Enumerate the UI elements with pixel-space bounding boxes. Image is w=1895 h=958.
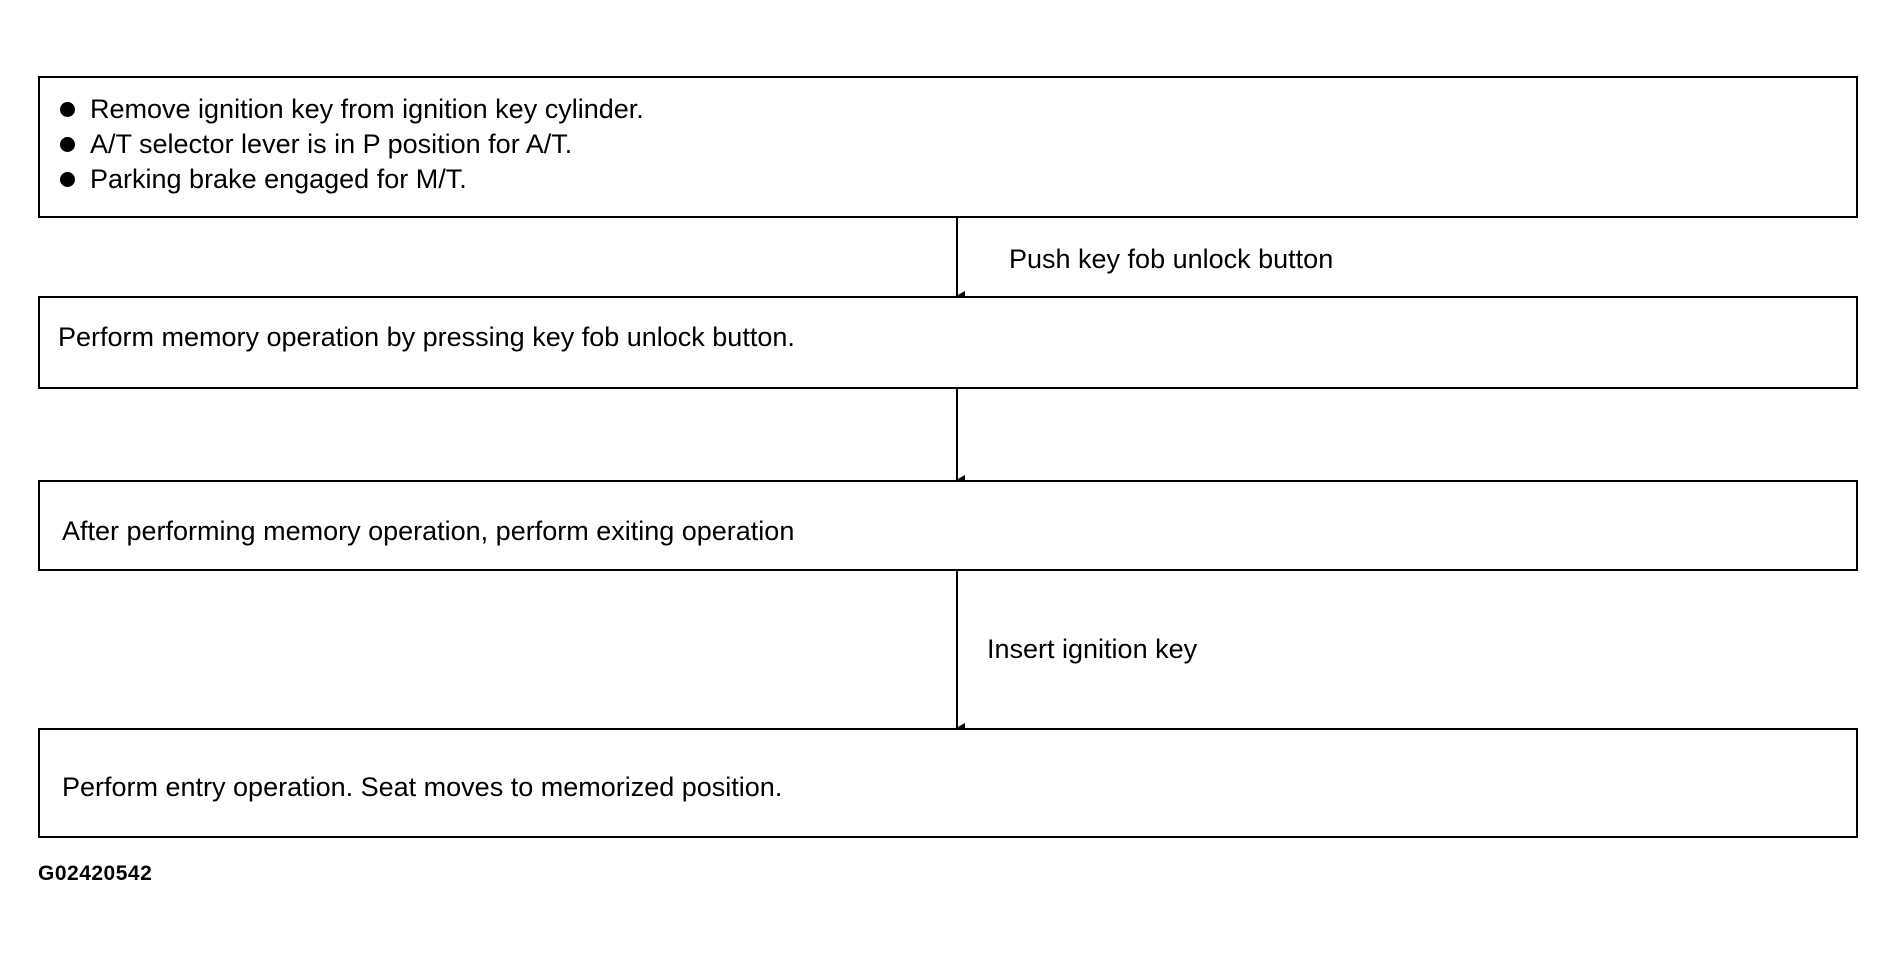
- list-item: Parking brake engaged for M/T.: [58, 162, 644, 197]
- entry-operation-box: Perform entry operation. Seat moves to m…: [38, 728, 1858, 838]
- figure-id-label: G02420542: [38, 862, 153, 885]
- condition-text: A/T selector lever is in P position for …: [90, 129, 573, 159]
- exiting-operation-text: After performing memory operation, perfo…: [62, 516, 795, 546]
- bullet-icon: [60, 172, 75, 187]
- condition-text: Parking brake engaged for M/T.: [90, 164, 467, 194]
- transition-label-insert-key: Insert ignition key: [987, 634, 1198, 664]
- bullet-icon: [60, 137, 75, 152]
- memory-operation-box: Perform memory operation by pressing key…: [38, 296, 1858, 389]
- list-item: A/T selector lever is in P position for …: [58, 127, 644, 162]
- start-conditions-box: Remove ignition key from ignition key cy…: [38, 76, 1858, 218]
- condition-text: Remove ignition key from ignition key cy…: [90, 94, 644, 124]
- list-item: Remove ignition key from ignition key cy…: [58, 92, 644, 127]
- transition-label-push-unlock: Push key fob unlock button: [1009, 244, 1334, 274]
- entry-operation-text: Perform entry operation. Seat moves to m…: [62, 772, 783, 802]
- exiting-operation-box: After performing memory operation, perfo…: [38, 480, 1858, 571]
- memory-operation-text: Perform memory operation by pressing key…: [58, 322, 795, 352]
- start-conditions-list: Remove ignition key from ignition key cy…: [58, 92, 644, 197]
- bullet-icon: [60, 102, 75, 117]
